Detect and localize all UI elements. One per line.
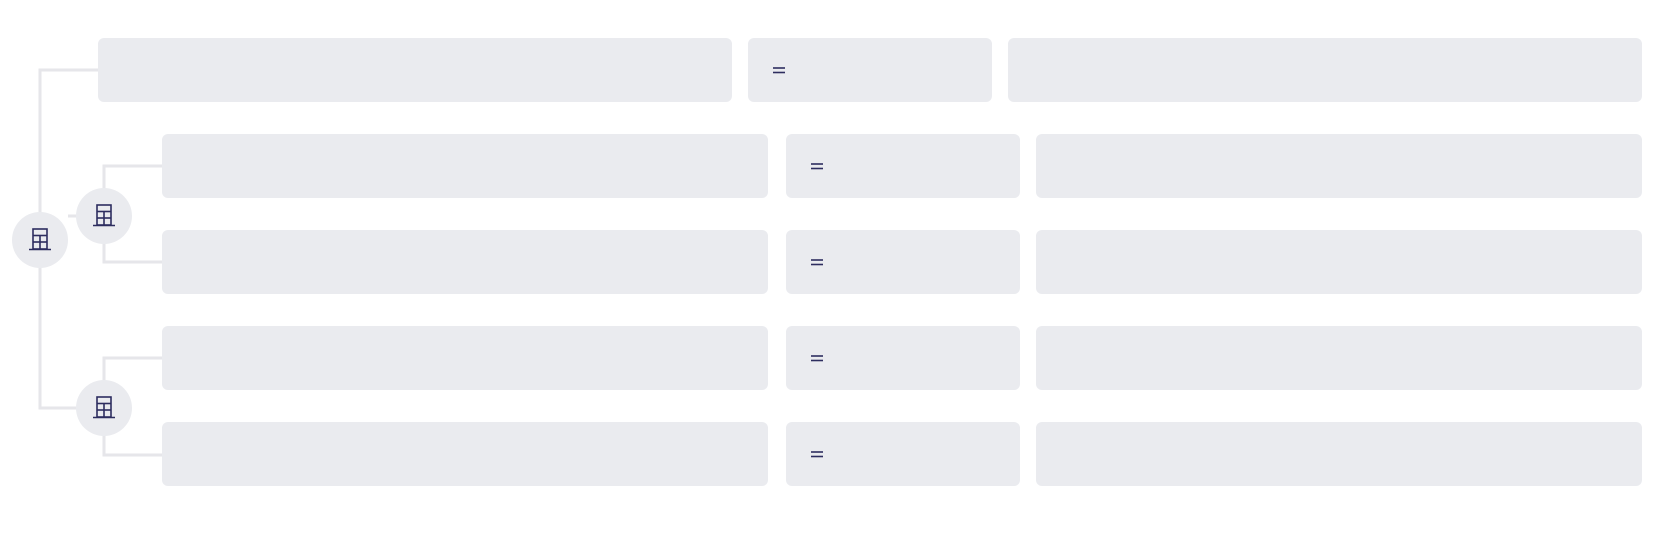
group-2-row-2-operator-select[interactable]: [786, 422, 1020, 486]
group-2-node[interactable]: [76, 380, 132, 436]
root-left-field[interactable]: [98, 38, 732, 102]
equals-icon: [811, 355, 823, 362]
group-1-node[interactable]: [76, 188, 132, 244]
operator-value: [786, 326, 787, 327]
equals-icon: [773, 67, 785, 74]
root-operator-select[interactable]: [748, 38, 992, 102]
root-group-node[interactable]: [12, 212, 68, 268]
equals-icon: [811, 163, 823, 170]
equals-icon: [811, 451, 823, 458]
group-1-row-1-right-field[interactable]: [1036, 134, 1642, 198]
group-1-row-2-left-field[interactable]: [162, 230, 768, 294]
group-1-row-1-operator-select[interactable]: [786, 134, 1020, 198]
building-icon: [29, 228, 51, 251]
group-2-row-1-operator-select[interactable]: [786, 326, 1020, 390]
operator-value: [786, 230, 787, 231]
operator-value: [748, 38, 749, 39]
group-1-row-2-operator-select[interactable]: [786, 230, 1020, 294]
group-1-row-1-left-field[interactable]: [162, 134, 768, 198]
group-2-row-1-left-field[interactable]: [162, 326, 768, 390]
equals-icon: [811, 259, 823, 266]
root-right-field[interactable]: [1008, 38, 1642, 102]
building-icon: [93, 204, 115, 227]
group-2-row-1-right-field[interactable]: [1036, 326, 1642, 390]
operator-value: [786, 422, 787, 423]
group-1-row-2-right-field[interactable]: [1036, 230, 1642, 294]
group-2-row-2-left-field[interactable]: [162, 422, 768, 486]
building-icon: [93, 396, 115, 419]
group-2-row-2-right-field[interactable]: [1036, 422, 1642, 486]
operator-value: [786, 134, 787, 135]
